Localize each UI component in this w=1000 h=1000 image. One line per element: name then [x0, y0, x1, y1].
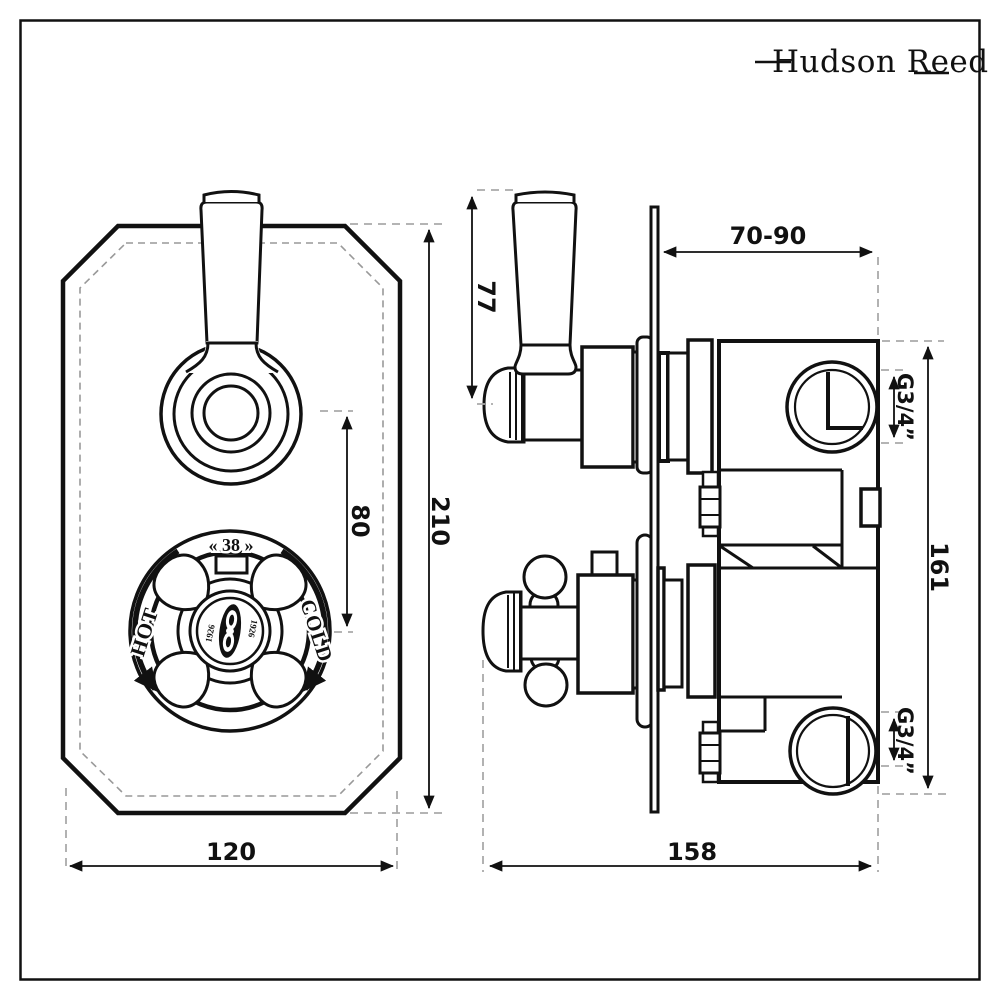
behind-wall-sections — [656, 338, 717, 699]
knob-lobe-top — [522, 554, 568, 600]
side-lever-base — [513, 343, 578, 376]
bolt-head — [698, 485, 722, 529]
front-view: 1926 1926 « 38 » HOT COLD — [60, 190, 403, 816]
top-outlet-port — [785, 360, 879, 454]
side-thermostatic-assembly — [481, 533, 655, 729]
diverter-neck — [666, 351, 690, 462]
dim-front-height-label: 210 — [426, 496, 454, 546]
dim-body-height-label: 161 — [925, 542, 953, 592]
dimensions: 210 80 120 77 70-90 — [65, 189, 953, 872]
lower-fixing-bolt — [698, 720, 722, 784]
lever-base-right — [254, 342, 279, 374]
dim-front-width: 120 — [65, 788, 398, 872]
knob-lobe-se — [249, 650, 308, 709]
dim-center-spacing: 80 — [320, 410, 374, 633]
diverter-lever — [184, 190, 280, 374]
top-port-bore-edge — [826, 372, 863, 430]
bottom-port-inner — [795, 713, 871, 789]
dim-recess-depth-label: 70-90 — [730, 222, 807, 250]
side-lever-cap — [514, 190, 576, 202]
lever-base-left — [185, 342, 210, 374]
upper-fixing-bolt — [698, 470, 722, 538]
top-port-outer — [785, 360, 879, 454]
knob-lobe-ne — [249, 553, 308, 612]
valve-body — [698, 339, 882, 796]
dim-body-height: 161 — [882, 340, 953, 795]
knob-lobe-nw — [152, 553, 211, 612]
diverter-collar-ring — [686, 338, 714, 475]
knob-inner-ring — [176, 577, 284, 685]
knob-housing — [576, 573, 635, 695]
brand-name: Hudson Reed — [772, 44, 989, 80]
diverter-dome-cap — [482, 366, 526, 444]
side-diverter-assembly — [482, 190, 655, 475]
bottom-outlet-port — [788, 706, 878, 796]
knob-lobe-bottom — [523, 662, 569, 708]
knob-stem — [519, 605, 580, 661]
body-chamfer-line — [812, 544, 843, 570]
border-frame — [19, 19, 981, 981]
dim-front-width-label: 120 — [206, 838, 256, 866]
medallion-braid-icon — [218, 604, 242, 658]
knob-ring — [148, 549, 312, 713]
knob-neck — [662, 578, 684, 689]
dim-side-width: 158 — [482, 660, 879, 872]
lever-body — [199, 200, 264, 345]
year-left-label: 1926 — [203, 623, 217, 643]
escutcheon-bore — [202, 384, 260, 442]
diverter-barrel — [522, 368, 584, 442]
top-port-inner — [793, 368, 871, 446]
side-lever-body — [511, 200, 578, 347]
thermostatic-knob: 1926 1926 « 38 » HOT COLD — [123, 529, 341, 733]
faceplate-inner-outline — [79, 242, 384, 797]
knob-dome-cap — [481, 590, 523, 673]
brand-logo: Hudson Reed — [755, 44, 989, 80]
lever-cap — [202, 190, 261, 202]
temp-override-button — [214, 554, 249, 575]
side-view — [481, 190, 882, 814]
dim-side-width-label: 158 — [667, 838, 717, 866]
knob-lobe-sw — [152, 650, 211, 709]
bolt-head — [698, 731, 722, 775]
dim-top-outlet: G3/4” — [881, 369, 917, 444]
knob-top-button — [590, 550, 619, 577]
dim-lever-height: 77 — [466, 189, 519, 405]
diverter-housing — [580, 345, 635, 469]
knob-cross-lobes — [152, 553, 308, 709]
rear-outlet-stub — [859, 487, 882, 528]
dim-recess-depth: 70-90 — [662, 222, 879, 336]
dim-bottom-outlet-label: G3/4” — [893, 707, 917, 775]
wall-plate — [649, 205, 660, 814]
temp-setting-label: « 38 » — [209, 535, 254, 555]
dim-center-spacing-label: 80 — [346, 504, 374, 537]
year-right-label: 1926 — [246, 619, 260, 639]
dim-bottom-outlet: G3/4” — [881, 707, 917, 775]
bottom-port-outer — [788, 706, 878, 796]
body-chamfer-line — [719, 544, 754, 570]
dim-lever-height-label: 77 — [472, 280, 500, 313]
dim-top-outlet-label: G3/4” — [893, 373, 917, 441]
knob-collar-ring — [686, 563, 717, 699]
dim-front-height: 210 — [350, 223, 454, 814]
